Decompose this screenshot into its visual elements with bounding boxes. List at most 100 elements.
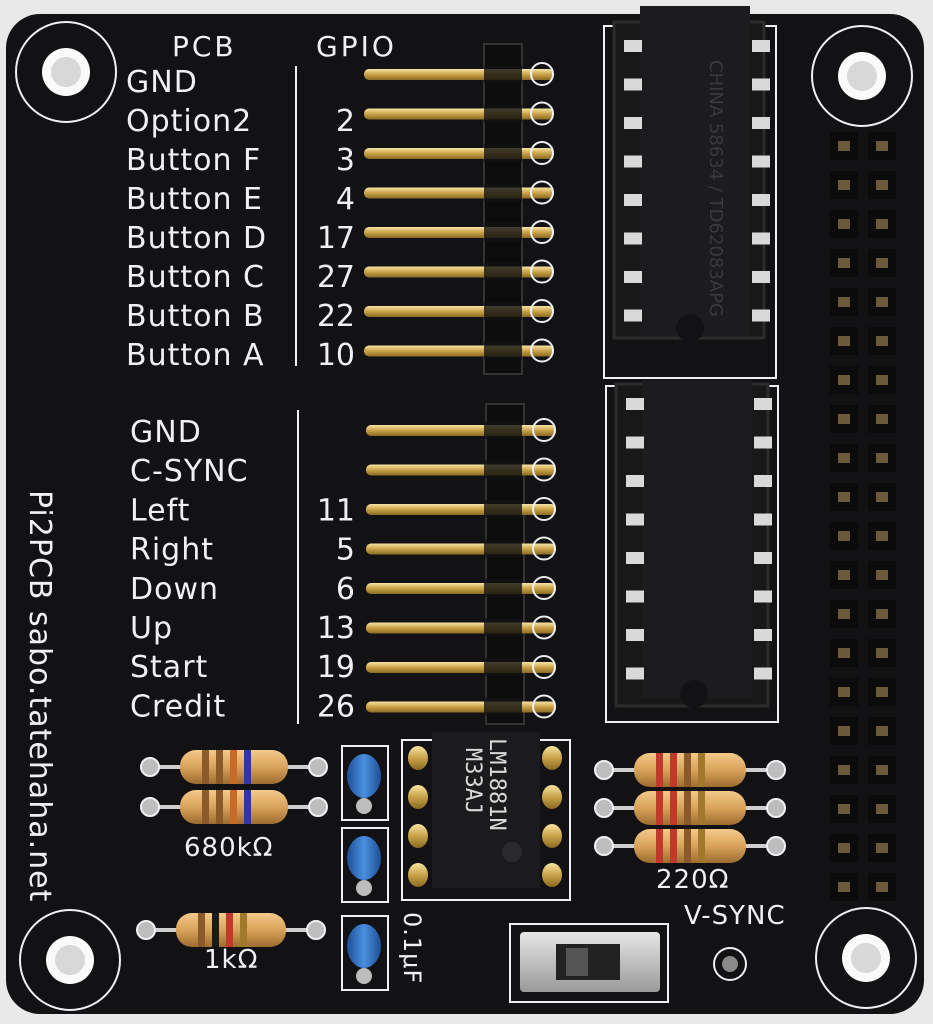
- pin-top-gpio: 4: [336, 182, 355, 217]
- header-pin: [364, 69, 554, 80]
- ic-leg: [624, 155, 642, 168]
- resistor-680k-b: [140, 790, 328, 824]
- ic-leg: [754, 629, 772, 641]
- pin-bottom-gpio: 5: [336, 533, 355, 568]
- pin-bottom-label: Up: [130, 611, 173, 646]
- header-pin: [366, 622, 556, 634]
- pin-bottom-gpio: 11: [317, 493, 355, 528]
- ic-leg: [626, 513, 644, 526]
- ic-leg: [752, 155, 770, 168]
- pin-top-gpio: 22: [317, 299, 355, 334]
- pin-top-label: Option2: [126, 104, 252, 139]
- gpio-header-connector: [830, 132, 896, 901]
- ic-leg: [752, 271, 770, 283]
- ic-leg: [754, 475, 772, 487]
- header-pcb: PCB: [172, 30, 237, 63]
- ic-leg: [624, 309, 642, 322]
- ic-leg: [624, 232, 642, 245]
- side-text: Pi2PCB sabo.tatehaha.net: [22, 490, 57, 902]
- mounting-hole-bottom-right: [815, 907, 917, 1009]
- label-vsync: V-SYNC: [684, 901, 786, 931]
- ic-leg: [754, 552, 772, 564]
- capacitor: [341, 745, 389, 821]
- resistor-220-c: [594, 829, 786, 863]
- resistor-680k-a: [140, 750, 328, 784]
- ic-leg: [752, 194, 770, 206]
- pin-top-label: GND: [126, 65, 198, 100]
- pin-bottom-gpio: 13: [317, 611, 355, 646]
- header-pin: [366, 504, 556, 515]
- ic-leg: [408, 824, 428, 848]
- pin-top-label: Button C: [126, 260, 265, 295]
- ic-leg: [408, 863, 428, 887]
- ic-leg: [626, 475, 644, 487]
- ic-leg: [626, 552, 644, 564]
- header-pin: [366, 425, 556, 436]
- ic-leg: [542, 746, 562, 770]
- pin-top-gpio: 17: [317, 221, 355, 256]
- ic-top-marking: CHINA 58634 / TD62083APG: [705, 60, 726, 317]
- mounting-hole-top-left: [15, 21, 117, 123]
- capacitor: [341, 915, 389, 991]
- pin-bottom-label: GND: [130, 415, 202, 450]
- header-pin: [366, 662, 556, 673]
- ic-leg: [626, 629, 644, 641]
- header-pin: [364, 148, 554, 159]
- header-pin: [364, 187, 554, 199]
- pin-bottom-label: Left: [130, 493, 190, 528]
- header-pin: [364, 266, 554, 278]
- pin-top-gpio: 10: [317, 338, 355, 373]
- pin-header-top: [483, 43, 523, 375]
- header-pin: [366, 543, 556, 555]
- ic-chip-bottom: [605, 380, 779, 723]
- header-pin: [364, 306, 554, 317]
- ic-leg: [754, 436, 772, 449]
- ic-leg: [624, 271, 642, 283]
- label-cap: 0.1μF: [398, 912, 426, 984]
- ic-leg: [626, 667, 644, 680]
- ic-leg: [752, 78, 770, 91]
- resistor-220-b: [594, 791, 786, 825]
- via-pad: [713, 947, 747, 981]
- mounting-hole-bottom-left: [19, 909, 121, 1011]
- header-pin: [364, 227, 554, 238]
- pin-top-label: Button B: [126, 299, 265, 334]
- header-pin: [366, 583, 556, 594]
- pin-bottom-label: Right: [130, 533, 214, 568]
- header-pin: [366, 464, 556, 476]
- ic-leg: [408, 746, 428, 770]
- ic-leg: [754, 513, 772, 526]
- pin-top-gpio: 3: [336, 143, 355, 178]
- ic-leg: [408, 785, 428, 809]
- pin-bottom-gpio: 19: [317, 650, 355, 685]
- ic-lm1881n: M33AJ LM1881N: [401, 732, 571, 901]
- pin-bottom-label: Start: [130, 650, 208, 685]
- ic-leg: [752, 117, 770, 129]
- pin-top-gpio: 27: [317, 260, 355, 295]
- ic-leg: [754, 590, 772, 603]
- mounting-hole-top-right: [811, 25, 913, 127]
- ic-leg: [542, 785, 562, 809]
- ic-leg: [626, 398, 644, 410]
- slide-switch: [509, 923, 669, 1003]
- pin-top-gpio: 2: [336, 104, 355, 139]
- ic-chip-top: CHINA 58634 / TD62083APG: [603, 6, 777, 379]
- pin-top-label: Button D: [126, 221, 267, 256]
- resistor-220-a: [594, 753, 786, 787]
- header-gpio: GPIO: [316, 30, 397, 63]
- ic-leg: [754, 667, 772, 680]
- header-pin: [364, 108, 554, 120]
- label-1k: 1kΩ: [204, 945, 258, 975]
- ic-leg: [542, 863, 562, 887]
- resistor-1k: [136, 913, 326, 947]
- ic-leg: [542, 824, 562, 848]
- ic-leg: [624, 78, 642, 91]
- ic-leg: [624, 194, 642, 206]
- header-pins: [364, 62, 556, 719]
- capacitor: [341, 827, 389, 903]
- ic-leg: [624, 117, 642, 129]
- ic-leg: [754, 398, 772, 410]
- label-220: 220Ω: [656, 865, 730, 895]
